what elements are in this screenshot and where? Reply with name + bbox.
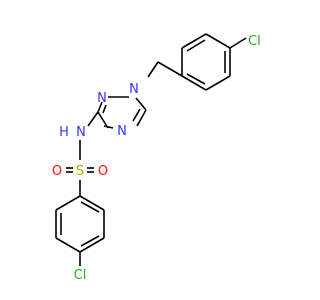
bond <box>80 235 100 247</box>
sulfur-atom: S <box>76 164 84 179</box>
bond <box>186 73 206 85</box>
nitrogen-atom-n2: N <box>97 91 107 106</box>
bonds <box>55 33 247 266</box>
nitrogen-atom-n4: N <box>117 124 127 139</box>
oxygen-atom-left: O <box>52 164 62 179</box>
bond <box>80 201 100 213</box>
bond <box>181 33 207 49</box>
bond <box>132 108 141 122</box>
bond <box>135 97 147 111</box>
bond <box>97 111 109 129</box>
bond <box>157 61 183 77</box>
chlorine-atom-bottom: Cl <box>74 268 87 283</box>
atom-labels: Cl N N N N H S O O Cl <box>52 34 261 283</box>
bond <box>147 61 159 78</box>
bond <box>229 37 247 49</box>
bond <box>97 101 103 113</box>
chlorine-atom-top: Cl <box>248 34 261 49</box>
bond <box>205 75 231 91</box>
bond <box>79 195 105 211</box>
molecule-structure: Cl N N N N H S O O Cl <box>52 33 261 283</box>
bond <box>186 39 206 52</box>
amide-nitrogen-atom: N <box>76 125 86 140</box>
bond <box>205 33 231 49</box>
hydrogen-atom: H <box>59 125 69 140</box>
bond <box>79 237 105 253</box>
bond <box>87 111 99 127</box>
bond <box>102 104 107 114</box>
bond <box>55 237 81 253</box>
bond <box>103 125 114 129</box>
bond <box>136 109 147 127</box>
nitrogen-atom-n1: N <box>129 82 139 97</box>
oxygen-atom-right: O <box>98 164 108 179</box>
bond <box>181 75 207 91</box>
bond <box>55 195 81 211</box>
